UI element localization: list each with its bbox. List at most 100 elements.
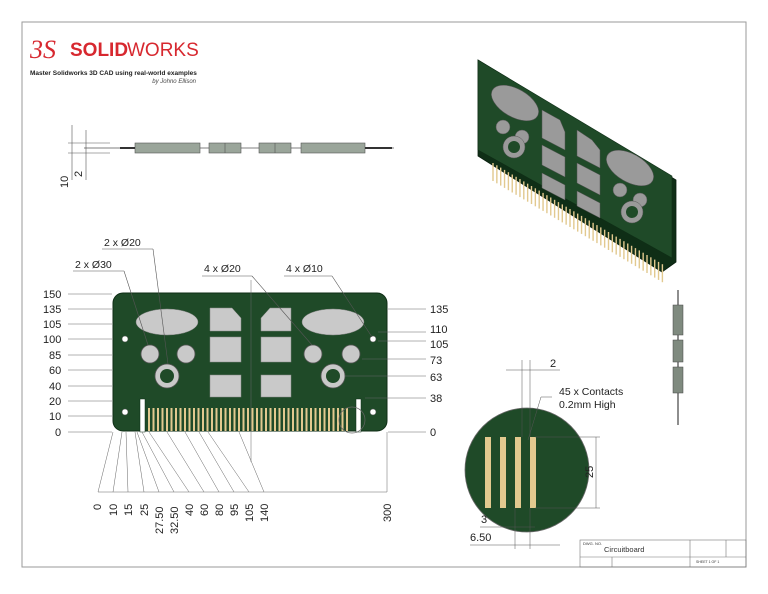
front-contact xyxy=(188,408,191,431)
front-view: 150 135 105 100 85 60 40 20 10 0 135 110… xyxy=(43,237,448,534)
front-contact xyxy=(202,408,204,431)
front-contact xyxy=(292,408,294,431)
bottom-dim-10: 10 xyxy=(108,504,120,516)
front-contact xyxy=(233,408,236,431)
front-contact xyxy=(220,408,222,431)
bottom-dim-300: 300 xyxy=(382,504,394,522)
detail-contact xyxy=(515,437,521,508)
front-contact xyxy=(161,408,164,431)
bottom-dim-27-50: 27.50 xyxy=(154,506,166,534)
front-contact xyxy=(251,408,254,431)
dwg-name: Circuitboard xyxy=(604,545,644,554)
left-dim-85: 85 xyxy=(49,350,61,362)
right-dim-73: 73 xyxy=(430,355,442,367)
title-block: DWG. NO. Circuitboard SHEET 1 OF 1 xyxy=(579,539,747,568)
right-dim-135: 135 xyxy=(430,304,448,316)
front-contact xyxy=(265,408,267,431)
detail-contact xyxy=(485,437,491,508)
bottom-dim-95: 95 xyxy=(229,504,241,516)
bottom-dim-0: 0 xyxy=(92,504,104,510)
front-contact xyxy=(305,408,308,431)
front-contact xyxy=(224,408,227,431)
right-dim-63: 63 xyxy=(430,372,442,384)
detail-contact xyxy=(500,437,506,508)
left-dim-60: 60 xyxy=(49,365,61,377)
front-contact xyxy=(157,408,159,431)
left-dim-105: 105 xyxy=(43,319,61,331)
tagline: Master Solidworks 3D CAD using real-worl… xyxy=(30,70,197,77)
callout-2x-d20: 2 x Ø20 xyxy=(104,237,141,249)
front-contact xyxy=(260,408,263,431)
front-contact xyxy=(346,408,348,431)
right-side-view xyxy=(672,290,684,425)
left-dim-10: 10 xyxy=(49,411,61,423)
left-dim-20: 20 xyxy=(49,396,61,408)
front-contact xyxy=(314,408,317,431)
front-contacts xyxy=(148,408,348,431)
front-contact xyxy=(184,408,186,431)
front-contact xyxy=(166,408,168,431)
byline: by Johno Ellison xyxy=(152,79,196,85)
left-dim-135: 135 xyxy=(43,304,61,316)
side-dim-contact: 2 xyxy=(73,171,85,177)
right-dim-0: 0 xyxy=(430,427,436,439)
oval-pad-right xyxy=(301,308,365,336)
front-contact xyxy=(238,408,240,431)
detail-dim-offset: 6.50 xyxy=(470,532,491,544)
front-contact xyxy=(283,408,285,431)
front-contact xyxy=(242,408,245,431)
detail-contacts xyxy=(485,437,536,508)
bottom-dim-80: 80 xyxy=(214,504,226,516)
left-dim-100: 100 xyxy=(43,334,61,346)
front-contact xyxy=(148,408,150,431)
oval-pad-left xyxy=(135,308,199,336)
detail-board xyxy=(464,407,590,533)
detail-dim-pitch: 3 xyxy=(481,514,487,526)
sheet-number: SHEET 1 OF 1 xyxy=(696,560,719,564)
bottom-dim-15: 15 xyxy=(123,504,135,516)
front-contact xyxy=(197,408,200,431)
bottom-dim-60: 60 xyxy=(199,504,211,516)
front-contact xyxy=(301,408,303,431)
right-dim-105: 105 xyxy=(430,339,448,351)
front-contact xyxy=(319,408,321,431)
front-contact xyxy=(341,408,344,431)
front-contact xyxy=(247,408,249,431)
bottom-dim-25: 25 xyxy=(139,504,151,516)
left-dim-40: 40 xyxy=(49,381,61,393)
detail-dim-top: 2 xyxy=(550,358,556,370)
side-dim-thickness: 10 xyxy=(59,176,71,188)
detail-view: 2 45 x Contacts 0.2mm High 25 3 6.50 xyxy=(464,358,623,549)
callout-4x-d20: 4 x Ø20 xyxy=(204,263,241,275)
isometric-view xyxy=(477,59,677,283)
right-dim-38: 38 xyxy=(430,393,442,405)
front-contact xyxy=(296,408,299,431)
front-contact xyxy=(256,408,258,431)
callout-2x-d30: 2 x Ø30 xyxy=(75,259,112,271)
front-contact xyxy=(332,408,335,431)
bottom-dim-105: 105 xyxy=(244,504,256,522)
bottom-dim-32-50: 32.50 xyxy=(169,506,181,534)
front-contact xyxy=(211,408,213,431)
front-contact xyxy=(179,408,182,431)
front-contact xyxy=(274,408,276,431)
brand-light: WORKS xyxy=(127,40,199,61)
front-contact xyxy=(328,408,330,431)
ds-logo-mark: 3S xyxy=(29,35,56,64)
front-contact xyxy=(310,408,312,431)
front-contact xyxy=(337,408,339,431)
front-contact xyxy=(287,408,290,431)
front-contact xyxy=(229,408,231,431)
detail-contact xyxy=(530,437,536,508)
left-dim-0: 0 xyxy=(55,427,61,439)
detail-note-height: 0.2mm High xyxy=(559,399,616,411)
left-dim-150: 150 xyxy=(43,289,61,301)
detail-note-contacts: 45 x Contacts xyxy=(559,386,623,398)
front-contact xyxy=(278,408,281,431)
callout-4x-d10: 4 x Ø10 xyxy=(286,263,323,275)
side-view: 10 2 xyxy=(59,125,394,188)
front-contact xyxy=(175,408,177,431)
detail-circle xyxy=(338,406,366,434)
front-contact xyxy=(323,408,326,431)
